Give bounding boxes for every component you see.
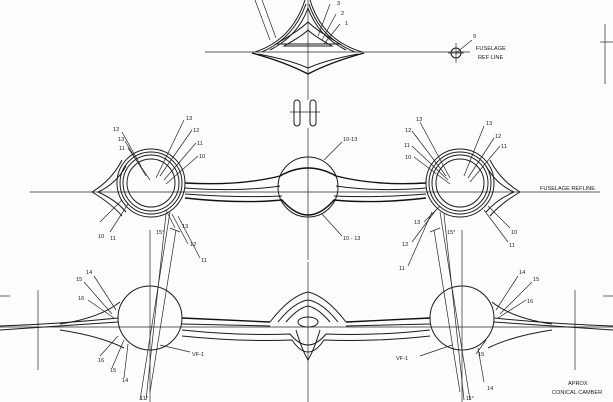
label-l-10c: 10 <box>98 234 104 240</box>
label-r-12c: 12 <box>402 242 408 248</box>
label-top-3: 3 <box>337 1 340 7</box>
label-r-13b: 13 <box>486 121 492 127</box>
label-approx-1: APROX <box>568 381 588 387</box>
label-angle-bottom-left: 11° <box>140 396 148 402</box>
label-l-11c: 11 <box>110 236 116 242</box>
label-b-14l2: 14 <box>122 378 128 384</box>
label-r-13c: 13 <box>414 220 420 226</box>
label-b-15l: 15 <box>76 277 82 283</box>
label-b-15r2: 15 <box>478 352 484 358</box>
label-b-15l2: 15 <box>110 368 116 374</box>
label-fuselage-ref-2: REF LINE <box>478 55 503 61</box>
label-approx-2: CONICAL CAMBER <box>552 390 602 396</box>
label-center-top: 10-13 <box>343 137 357 143</box>
label-b-14r: 14 <box>519 270 525 276</box>
label-fuselage-ref-1: FUSELAGE <box>476 46 506 52</box>
label-top-9: 9 <box>473 34 476 40</box>
label-vf-left: VF-1 <box>192 352 204 358</box>
label-angle-left: 15° <box>156 230 164 236</box>
label-r-12a: 12 <box>405 128 411 134</box>
label-r-11b: 11 <box>501 144 507 150</box>
label-b-16l: 16 <box>78 296 84 302</box>
label-r-10a: 10 <box>405 155 411 161</box>
label-r-11d: 11 <box>509 243 515 249</box>
bottom-section: 14 15 16 16 15 14 14 15 16 15 14 VF-1 VF… <box>0 211 613 402</box>
label-l-10b: 10 <box>199 154 205 160</box>
label-b-14r2: 14 <box>487 386 493 392</box>
top-section: 3 2 1 9 FUSELAGE REF LINE <box>205 0 506 100</box>
fuselage-circle <box>277 156 339 218</box>
label-l-12c: 12 <box>190 242 196 248</box>
label-l-13c: 13 <box>182 224 188 230</box>
label-l-12a: 12 <box>113 127 119 133</box>
label-b-15r: 15 <box>533 277 539 283</box>
label-b-14l: 14 <box>86 270 92 276</box>
label-l-13b: 13 <box>186 116 192 122</box>
label-r-11c: 11 <box>399 266 405 272</box>
center-pills <box>290 99 320 127</box>
label-vf-right: VF-1 <box>396 356 408 362</box>
label-r-10c: 10 <box>511 230 517 236</box>
label-b-16l2: 16 <box>98 358 104 364</box>
label-angle-bottom-right: 11° <box>466 396 474 402</box>
label-angle-right: 15° <box>447 230 455 236</box>
label-l-12b: 12 <box>193 128 199 134</box>
label-center-bottom: 10 - 13 <box>343 236 360 242</box>
label-top-1: 1 <box>345 21 348 27</box>
right-edge-marks <box>600 24 613 84</box>
label-r-12b: 12 <box>495 134 501 140</box>
label-r-11a: 11 <box>404 143 410 149</box>
label-l-11d: 11 <box>201 258 207 264</box>
label-fuselage-refline: FUSELAGE REFLINE <box>540 186 595 192</box>
label-top-2: 2 <box>341 11 344 17</box>
label-l-11a: 11 <box>119 146 125 152</box>
label-l-11b: 11 <box>197 141 203 147</box>
label-l-13a: 13 <box>118 137 124 143</box>
label-b-16r: 16 <box>527 299 533 305</box>
label-r-13a: 13 <box>416 117 422 123</box>
middle-section: 13 12 11 13 12 11 10 10 11 13 12 11 13 1… <box>30 116 600 272</box>
